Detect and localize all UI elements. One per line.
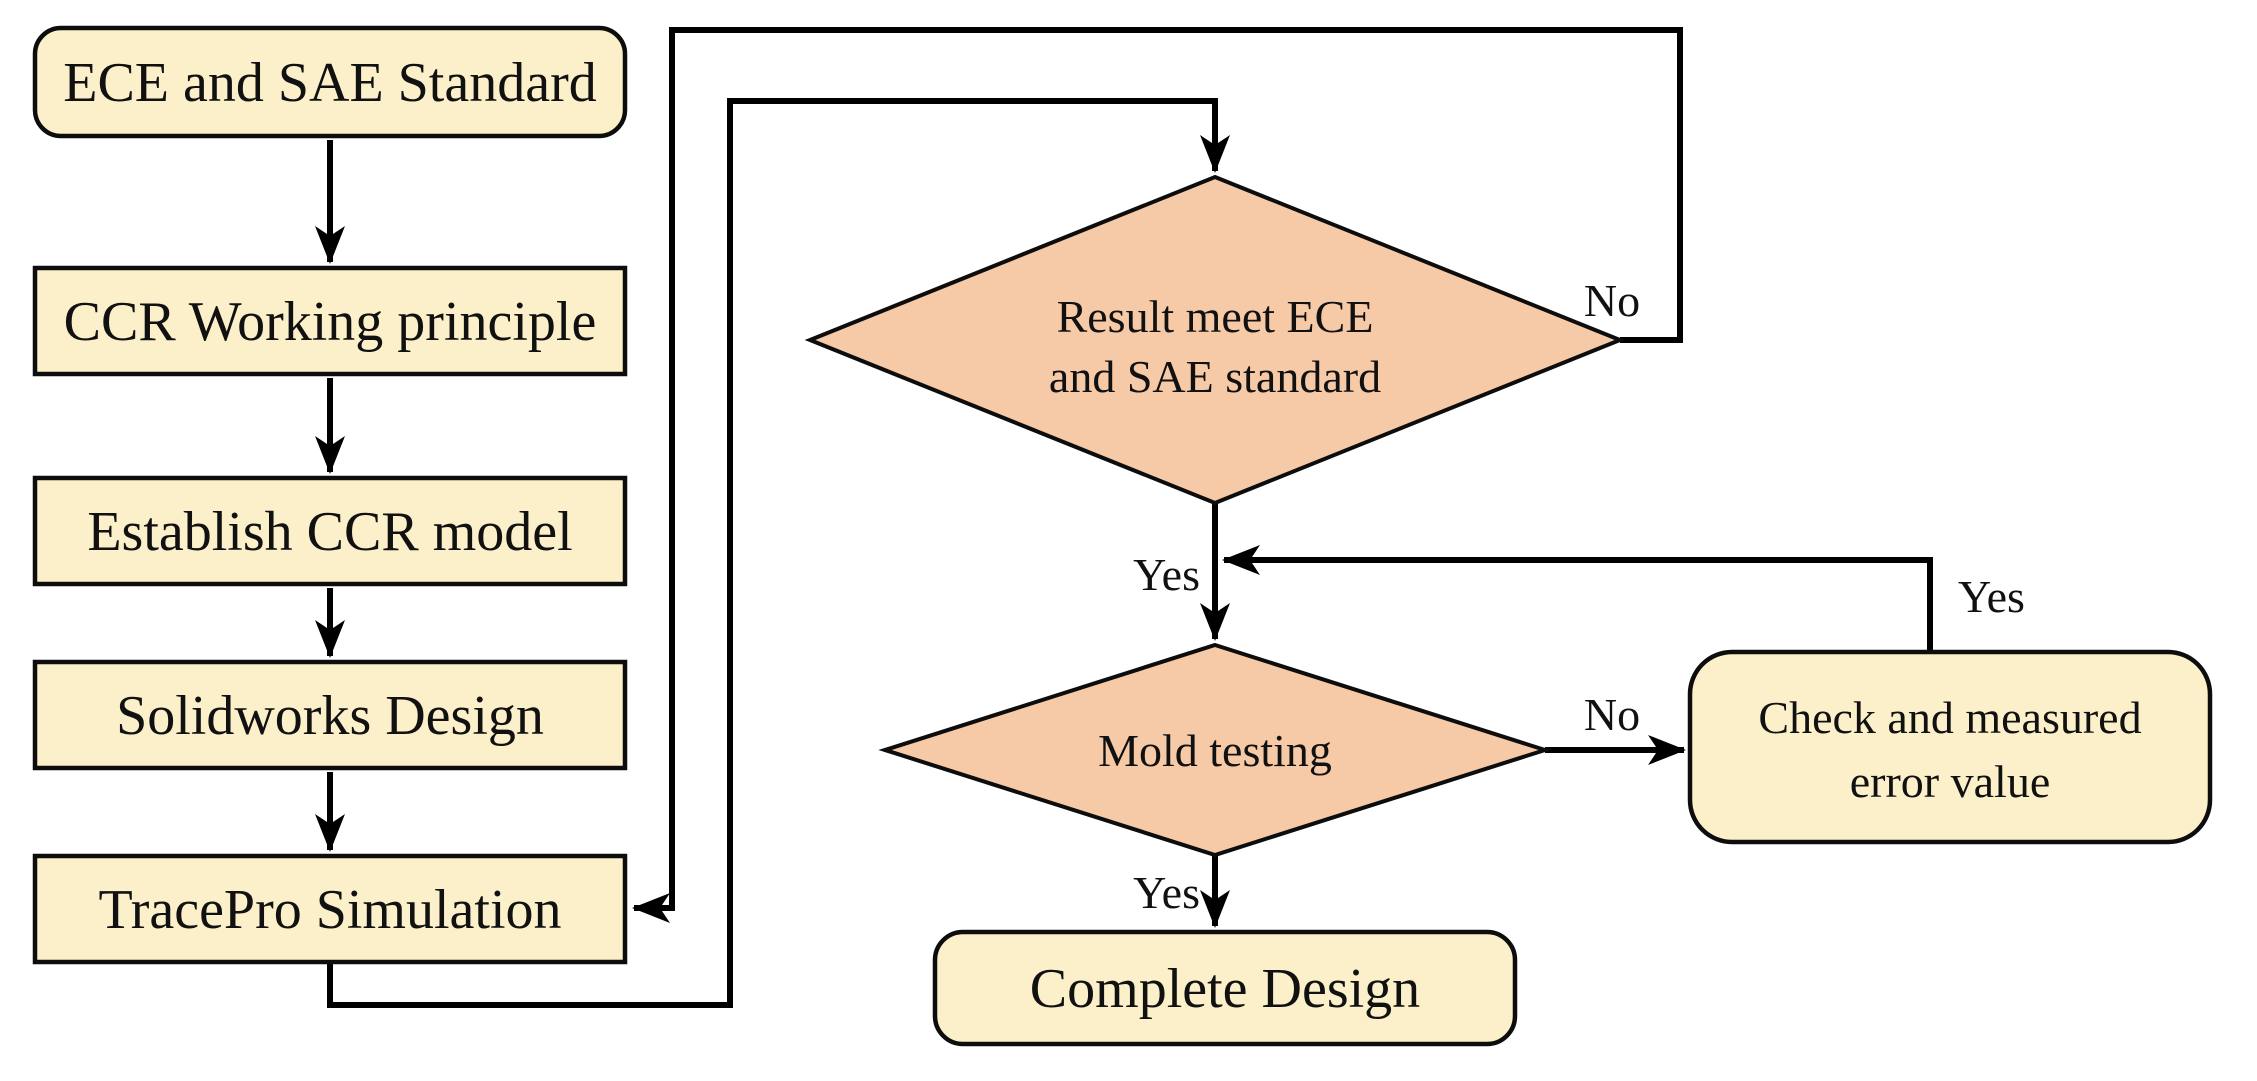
- edge-result-no-loop-to-tracepro: [632, 27, 1683, 923]
- node-ece-sae-standard-label: ECE and SAE Standard: [63, 52, 596, 114]
- node-tracepro-simulation-label: TracePro Simulation: [98, 879, 561, 941]
- node-tracepro-simulation: [32, 853, 628, 965]
- edge-check-yes-return: [1222, 545, 1933, 652]
- label-result-no: No: [1584, 275, 1640, 326]
- node-check-measured-error: [1687, 649, 2213, 845]
- label-result-yes: Yes: [1133, 549, 1200, 600]
- node-mold-testing-decision: [878, 642, 1552, 858]
- label-check-return-yes: Yes: [1958, 571, 2025, 622]
- label-mold-no: No: [1584, 689, 1640, 740]
- node-establish-ccr-model-label: Establish CCR model: [87, 501, 572, 563]
- node-complete-design: [932, 929, 1518, 1047]
- node-result-meet-standard-label-line2: and SAE standard: [1049, 351, 1381, 402]
- label-mold-yes: Yes: [1133, 867, 1200, 918]
- node-result-meet-standard-label-line1: Result meet ECE: [1057, 291, 1374, 342]
- node-ccr-working-principle-label: CCR Working principle: [64, 291, 597, 353]
- node-establish-ccr-model: [32, 475, 628, 587]
- node-result-meet-standard-decision: [804, 174, 1626, 506]
- node-solidworks-design: [32, 659, 628, 771]
- node-ece-sae-standard: [32, 25, 628, 139]
- node-complete-design-label: Complete Design: [1030, 958, 1420, 1020]
- node-ccr-working-principle: [32, 265, 628, 377]
- edge-tracepro-to-result-decision: [327, 98, 1230, 1008]
- node-mold-testing-label: Mold testing: [1098, 725, 1332, 776]
- node-check-measured-error-label-line1: Check and measured: [1758, 692, 2141, 743]
- node-solidworks-design-label: Solidworks Design: [116, 685, 544, 747]
- node-check-measured-error-label-line2: error value: [1850, 756, 2051, 807]
